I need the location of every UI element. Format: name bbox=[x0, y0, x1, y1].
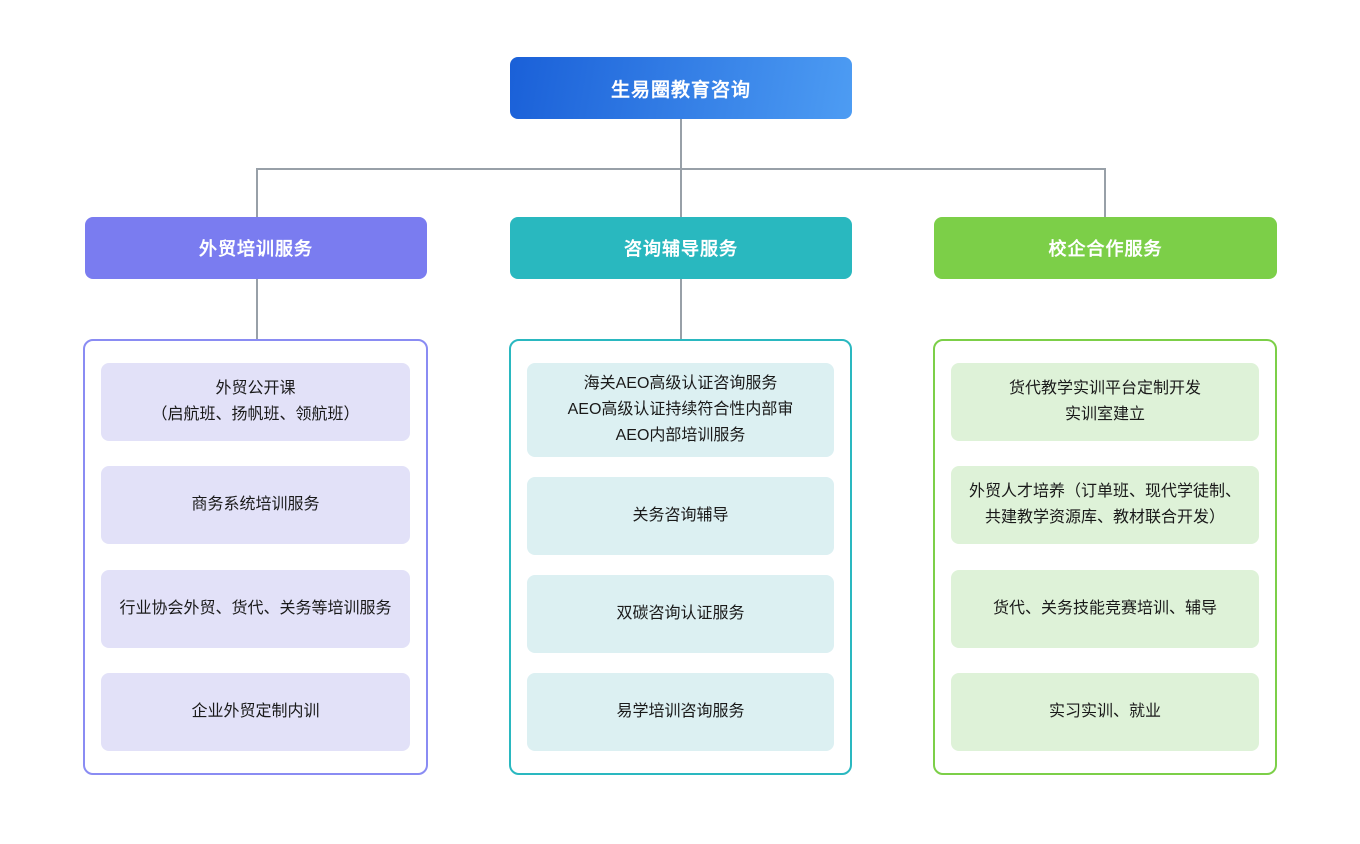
node-item: 货代教学实训平台定制开发 实训室建立 bbox=[951, 363, 1259, 441]
node-item: 外贸公开课 （启航班、扬帆班、领航班） bbox=[101, 363, 410, 441]
connector-drop-middle bbox=[680, 168, 682, 217]
node-item: 关务咨询辅导 bbox=[527, 476, 834, 555]
node-item: 易学培训咨询服务 bbox=[527, 673, 834, 751]
node-item: 双碳咨询认证服务 bbox=[527, 574, 834, 653]
node-item: 商务系统培训服务 bbox=[101, 466, 410, 545]
connector-middle-header-to-box bbox=[680, 279, 682, 339]
connector-left-header-to-box bbox=[256, 279, 258, 339]
root-node: 生易圈教育咨询 bbox=[510, 57, 852, 119]
branch-header-school-enterprise: 校企合作服务 bbox=[934, 217, 1277, 279]
node-item: 外贸人才培养（订单班、现代学徒制、共建教学资源库、教材联合开发） bbox=[951, 466, 1259, 545]
branch-header-label: 咨询辅导服务 bbox=[624, 239, 738, 259]
connector-root-stem bbox=[680, 119, 682, 169]
branch-box-school-enterprise: 货代教学实训平台定制开发 实训室建立 外贸人才培养（订单班、现代学徒制、共建教学… bbox=[933, 339, 1277, 775]
node-item: 企业外贸定制内训 bbox=[101, 672, 410, 751]
branch-header-label: 外贸培训服务 bbox=[199, 239, 313, 259]
branch-header-consulting: 咨询辅导服务 bbox=[510, 217, 852, 279]
branch-box-consulting: 海关AEO高级认证咨询服务 AEO高级认证持续符合性内部审 AEO内部培训服务 … bbox=[509, 339, 852, 775]
node-item: 行业协会外贸、货代、关务等培训服务 bbox=[101, 569, 410, 648]
node-item: 货代、关务技能竞赛培训、辅导 bbox=[951, 569, 1259, 648]
branch-box-trade-training: 外贸公开课 （启航班、扬帆班、领航班） 商务系统培训服务 行业协会外贸、货代、关… bbox=[83, 339, 428, 775]
branch-header-label: 校企合作服务 bbox=[1048, 239, 1163, 259]
connector-drop-left bbox=[256, 168, 258, 217]
node-item: 实习实训、就业 bbox=[951, 672, 1259, 751]
connector-drop-right bbox=[1104, 168, 1106, 217]
node-item: 海关AEO高级认证咨询服务 AEO高级认证持续符合性内部审 AEO内部培训服务 bbox=[527, 363, 834, 457]
branch-header-trade-training: 外贸培训服务 bbox=[85, 217, 427, 279]
root-node-label: 生易圈教育咨询 bbox=[610, 79, 751, 101]
